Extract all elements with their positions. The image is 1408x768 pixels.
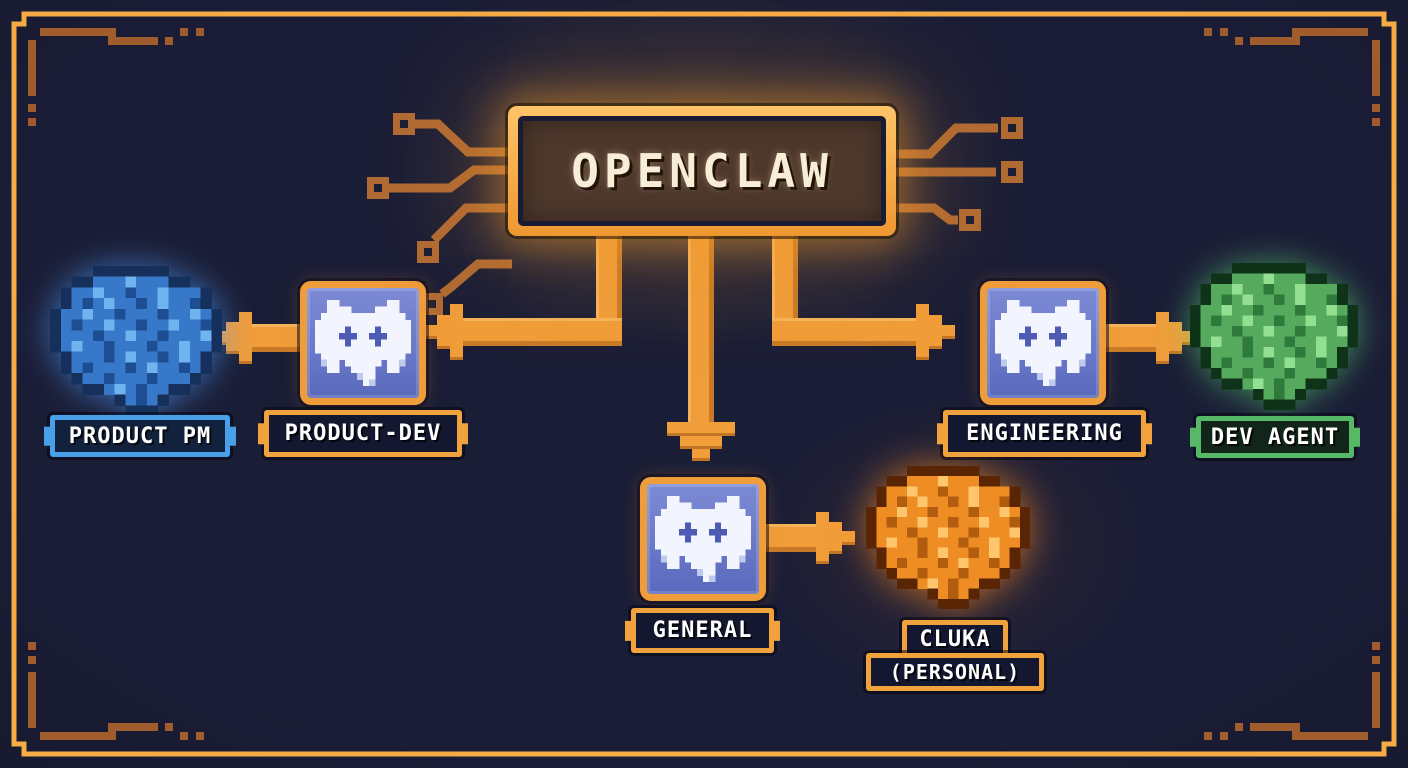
label-product-pm: PRODUCT PM: [50, 415, 230, 457]
arrowhead-left-icon: [450, 304, 463, 360]
arrow-segment: [437, 315, 450, 349]
discord-icon: [995, 300, 1092, 387]
arrow-segment: [252, 324, 308, 352]
arrow-segment: [829, 522, 842, 554]
arrow-segment: [680, 436, 722, 449]
arrow-segment: [226, 322, 239, 354]
hub-label: OPENCLAW: [571, 144, 833, 198]
arrowhead-right-icon: [1156, 312, 1169, 364]
arrow-segment: [942, 325, 955, 339]
arrow-segment: [424, 325, 437, 339]
discord-node-engineering: [980, 281, 1106, 405]
arrowhead-right-icon: [816, 512, 829, 564]
discord-node-general: [640, 477, 766, 601]
arrow-segment: [929, 315, 942, 349]
label-product-dev: PRODUCT-DEV: [264, 410, 462, 457]
arrow-segment: [1100, 324, 1156, 352]
label-text: PRODUCT PM: [68, 423, 212, 449]
arrowhead-down-icon: [667, 422, 735, 436]
brain-icon: [1190, 263, 1359, 411]
arrow-segment: [842, 531, 855, 545]
discord-node-product-dev: [300, 281, 426, 405]
arrow-segment: [462, 318, 622, 346]
label-cluka-line2: (PERSONAL): [866, 653, 1044, 691]
arrow-segment: [760, 524, 816, 552]
arrow-segment: [772, 318, 916, 346]
label-general: GENERAL: [631, 608, 774, 653]
arrow-segment: [692, 449, 710, 461]
arrowhead-left-icon: [239, 312, 252, 364]
hub-node-openclaw: OPENCLAW: [508, 106, 896, 236]
label-text: (PERSONAL): [889, 660, 1021, 684]
arrowhead-right-icon: [916, 304, 929, 360]
brain-icon: [866, 466, 1031, 610]
label-engineering: ENGINEERING: [943, 410, 1146, 457]
discord-icon: [655, 496, 752, 583]
label-text: DEV AGENT: [1210, 424, 1340, 450]
arrow-segment: [1169, 322, 1182, 354]
hub-panel: OPENCLAW: [518, 116, 886, 226]
brain-icon: [50, 266, 223, 417]
discord-icon: [315, 300, 412, 387]
label-text: ENGINEERING: [966, 421, 1123, 446]
label-text: CLUKA: [919, 626, 991, 652]
label-text: GENERAL: [652, 618, 753, 643]
arrow-segment: [688, 232, 714, 422]
label-text: PRODUCT-DEV: [284, 421, 442, 446]
circuit-trace-icon: [28, 28, 204, 126]
label-dev-agent: DEV AGENT: [1196, 416, 1354, 458]
